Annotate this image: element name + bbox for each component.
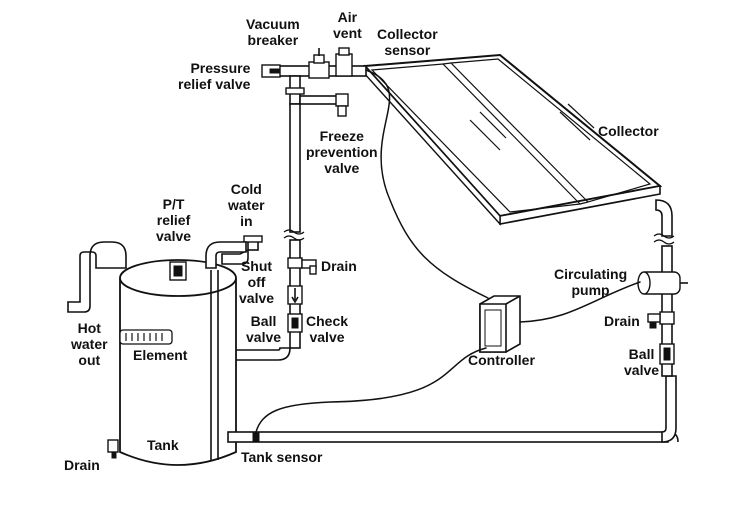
label-tank: Tank: [147, 437, 179, 453]
supply-pipe: [225, 103, 317, 361]
top-manifold: [261, 47, 367, 117]
label-tank-sensor: Tank sensor: [241, 449, 323, 465]
hot-water-outlet: [67, 241, 247, 313]
label-controller: Controller: [468, 352, 535, 368]
controller-box: [479, 295, 521, 353]
cold-water-inlet: [221, 235, 263, 265]
label-collector: Collector: [598, 123, 659, 139]
label-drain-top: Drain: [321, 258, 357, 274]
storage-tank: [107, 259, 237, 466]
sensor-wiring: [255, 69, 641, 433]
collector-return-pipe: [637, 199, 688, 377]
label-drain-right: Drain: [604, 313, 640, 329]
label-drain-bottom: Drain: [64, 457, 100, 473]
return-pipe: [227, 375, 679, 443]
label-element: Element: [133, 347, 188, 363]
solar-collector: [362, 53, 663, 226]
